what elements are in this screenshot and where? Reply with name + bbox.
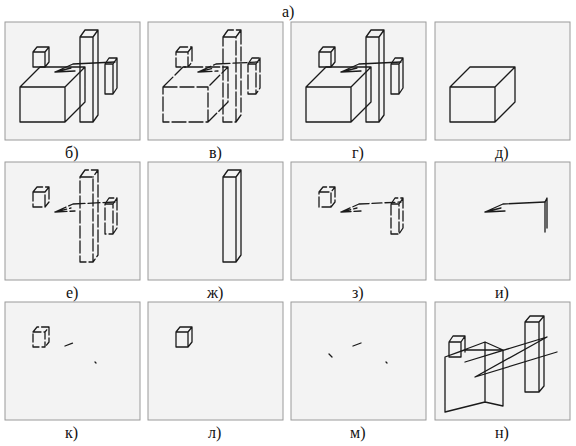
- panel-label: н): [495, 425, 509, 441]
- panel-label: з): [352, 285, 364, 301]
- line-drawing: [306, 30, 403, 122]
- panel-label: а): [282, 4, 294, 20]
- panel-label: к): [65, 425, 78, 441]
- wedge: [485, 198, 547, 232]
- tall-column: [223, 170, 241, 262]
- panel-frames: [5, 22, 570, 420]
- long-box: [450, 67, 515, 122]
- faint-image: [20, 30, 117, 122]
- edge-sketch: [163, 30, 260, 122]
- remaining-objects: [33, 327, 96, 363]
- panel-label: г): [352, 145, 364, 161]
- panel-label: д): [495, 145, 508, 161]
- small-cube: [176, 327, 192, 347]
- panel-label: и): [495, 285, 509, 301]
- fragments: [329, 343, 387, 363]
- panel-label: ж): [207, 285, 223, 301]
- reconstruction: [445, 316, 557, 412]
- panel-label: е): [66, 285, 78, 301]
- panel-label: б): [65, 145, 78, 161]
- remaining-objects: [33, 170, 117, 262]
- panel-label: л): [208, 425, 221, 441]
- remaining-objects: [319, 187, 403, 234]
- panel-label: в): [209, 145, 222, 161]
- panel-label: м): [350, 425, 365, 441]
